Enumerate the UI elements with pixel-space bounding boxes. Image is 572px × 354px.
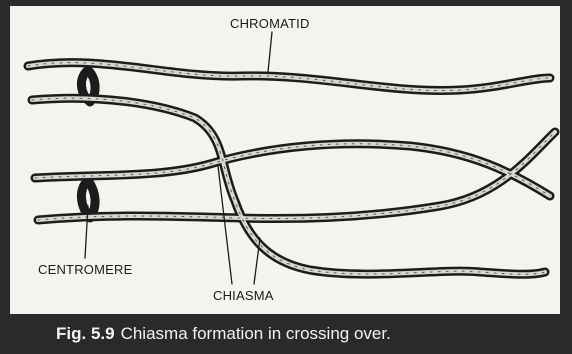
- figure-number: Fig. 5.9: [56, 324, 115, 343]
- chromatid-leader-line: [268, 32, 272, 72]
- chromatid-strand-2: [32, 98, 545, 274]
- caption-bar: Fig. 5.9 Chiasma formation in crossing ov…: [0, 314, 572, 354]
- centromere-label: CENTROMERE: [38, 262, 132, 277]
- figure-caption: Fig. 5.9 Chiasma formation in crossing ov…: [56, 324, 391, 344]
- chiasma-label: CHIASMA: [213, 288, 274, 303]
- caption-text: Chiasma formation in crossing over.: [121, 324, 391, 343]
- chromatid-strand-3: [35, 144, 550, 196]
- chromatid-label: CHROMATID: [230, 16, 310, 31]
- diagram-panel: CHROMATID CENTROMERE CHIASMA: [10, 6, 560, 314]
